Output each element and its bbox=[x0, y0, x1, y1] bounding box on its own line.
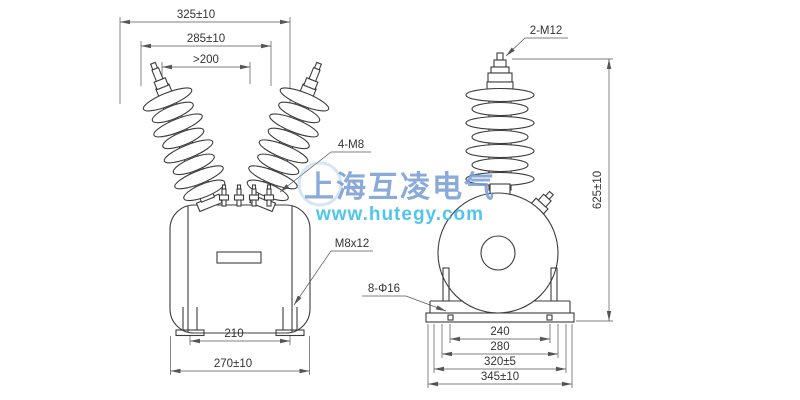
tank-center-boss bbox=[480, 235, 516, 271]
nameplate-slot bbox=[216, 251, 262, 264]
tank-circle bbox=[437, 192, 559, 314]
dim-bolt-span-text: 320±5 bbox=[484, 356, 516, 368]
front-view: 325±10 285±10 >200 bbox=[119, 9, 373, 375]
watermark-company-text: 上海互凌电气 bbox=[304, 171, 496, 204]
dim-base-inner: 280 bbox=[441, 324, 559, 358]
dim-overall-width-text: 325±10 bbox=[177, 9, 215, 21]
label-terminal-bolts: 4-M8 bbox=[279, 139, 371, 193]
label-mounting-bolt: M8x12 bbox=[293, 238, 373, 306]
dim-bolt-span: 320±5 bbox=[433, 324, 567, 373]
bolt-hole bbox=[546, 314, 553, 321]
terminal-studs bbox=[218, 184, 275, 207]
label-primary-terminal: 2-M12 bbox=[505, 25, 568, 57]
dim-overall-height: 625±10 bbox=[512, 58, 613, 322]
dim-base-inner-text: 280 bbox=[490, 341, 509, 353]
dim-hole-spacing: 240 bbox=[449, 324, 551, 343]
dim-base-width: 270±10 bbox=[170, 336, 310, 375]
dim-hole-spacing-text: 240 bbox=[490, 326, 509, 338]
dim-overall-width: 325±10 bbox=[119, 9, 291, 104]
dim-overall-height-text: 625±10 bbox=[592, 171, 604, 209]
bolt-hole bbox=[447, 314, 454, 321]
dim-bushing-span-text: 285±10 bbox=[187, 33, 225, 45]
dim-base-width-text: 270±10 bbox=[214, 358, 252, 370]
tank-body bbox=[169, 204, 311, 334]
dim-base-length-text: 345±10 bbox=[481, 371, 519, 383]
label-terminal-bolts-text: 4-M8 bbox=[338, 139, 364, 151]
watermark-website-text: www.hutegy.com bbox=[315, 204, 484, 225]
dim-foot-spacing-text: 210 bbox=[224, 328, 243, 340]
watermark: 上海互凌电气 www.hutegy.com bbox=[297, 161, 496, 225]
dim-bushing-span: 285±10 bbox=[140, 33, 272, 86]
dim-base-length: 345±10 bbox=[427, 324, 573, 388]
label-mounting-holes: 8-Φ16 bbox=[362, 283, 447, 312]
mounting-feet bbox=[175, 307, 305, 337]
watermark-logo-icon bbox=[297, 161, 343, 207]
dim-foot-spacing: 210 bbox=[189, 328, 291, 345]
right-bushing bbox=[246, 61, 330, 213]
label-mounting-holes-text: 8-Φ16 bbox=[368, 283, 400, 295]
clamp-arms bbox=[442, 267, 558, 302]
left-bushing bbox=[142, 61, 226, 213]
label-mounting-bolt-text: M8x12 bbox=[335, 238, 370, 250]
side-view: 2-M12 8-Φ16 625±10 240 280 320±5 bbox=[362, 25, 613, 388]
dim-terminal-span: >200 bbox=[161, 54, 251, 84]
side-bushing bbox=[465, 52, 535, 201]
dim-terminal-span-text: >200 bbox=[193, 54, 219, 66]
label-primary-terminal-text: 2-M12 bbox=[530, 25, 563, 37]
